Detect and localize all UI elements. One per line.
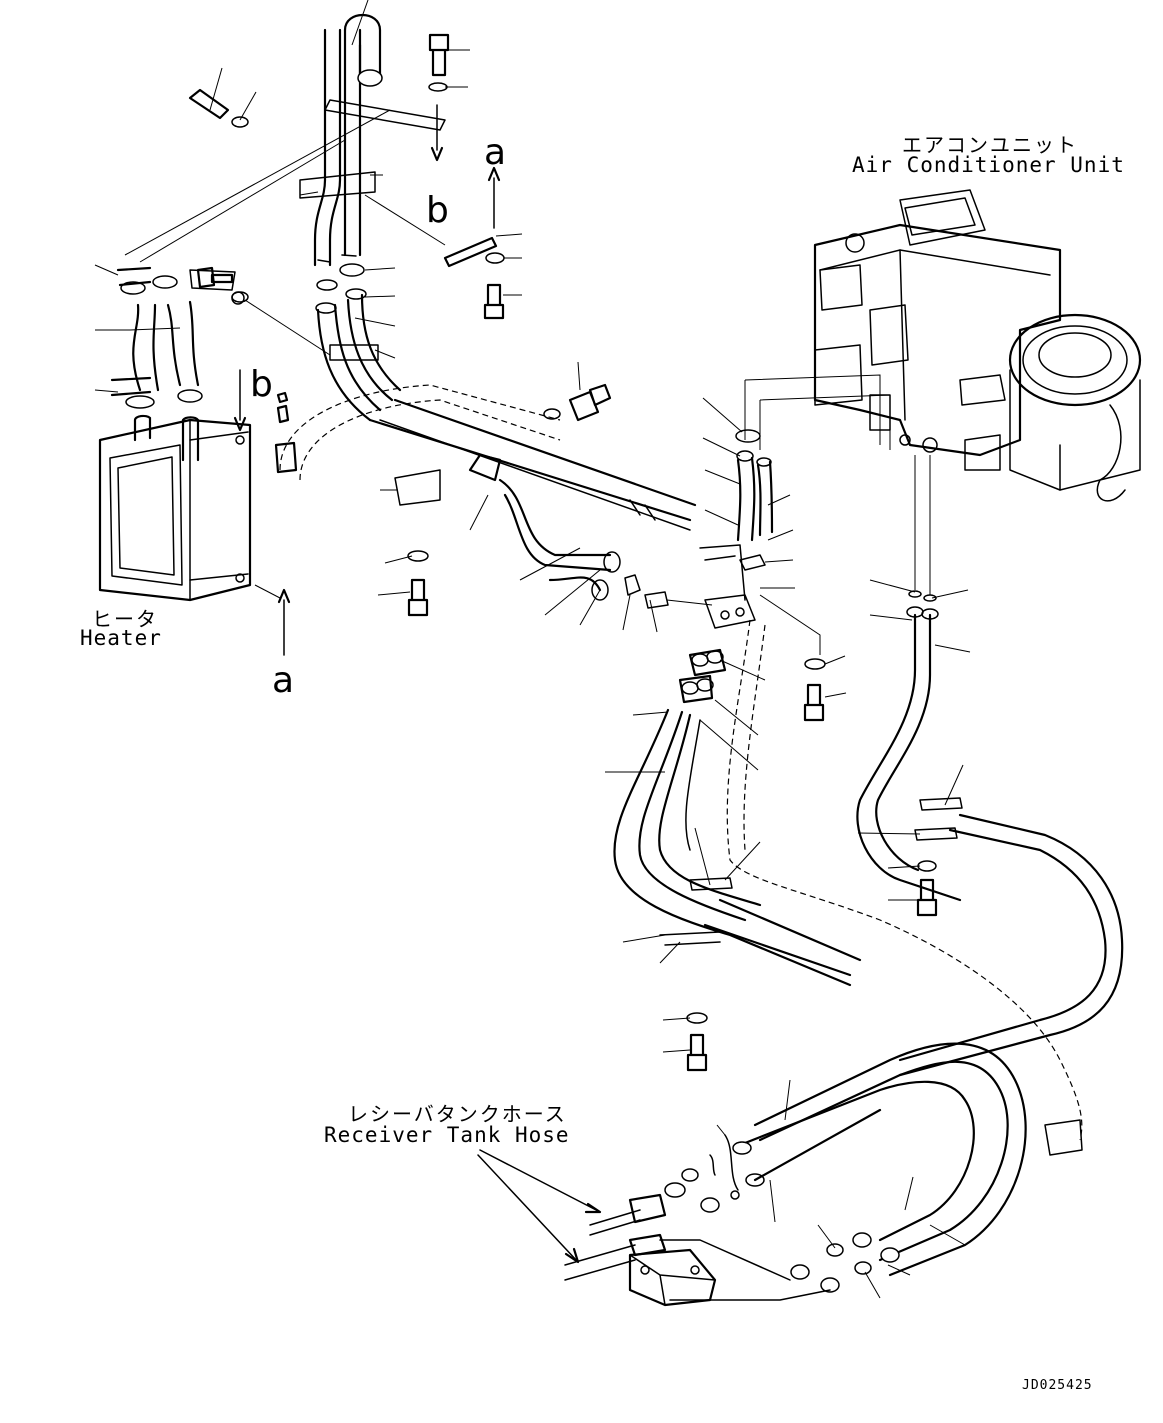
leader-lines [94, 0, 971, 1299]
link-lines [124, 109, 931, 606]
reference-a-bottom: a [272, 660, 295, 701]
upper-hoses [315, 263, 402, 422]
heater-label-en: Heater [80, 626, 162, 650]
heater-label-jp: ヒータ [92, 607, 158, 631]
heater-unit [98, 414, 252, 602]
drawing-code: JD025425 [1022, 1378, 1093, 1393]
dashed-harness [726, 619, 1083, 1156]
ac-unit [813, 189, 1142, 502]
reference-b-heater: b [250, 364, 273, 405]
ac-unit-label-en: Air Conditioner Unit [852, 153, 1125, 177]
receiver-tank-hose-label-jp: レシーバタンクホース [348, 1102, 567, 1126]
reference-a-top: a [484, 132, 507, 173]
ac-unit-label-jp: エアコンユニット [902, 133, 1078, 157]
right-hose-bundle [856, 606, 1124, 1077]
fasteners [188, 33, 938, 1072]
valve-block [678, 544, 756, 704]
heater-hoses [110, 266, 245, 409]
reference-b-top: b [426, 190, 449, 231]
reference-arrows [233, 104, 501, 656]
receiver-tank [564, 1134, 872, 1307]
upper-pipes [299, 14, 446, 267]
left-hose-bundle [613, 708, 862, 987]
center-bracket [394, 453, 669, 609]
receiver-hose-pointer-arrows [477, 1149, 602, 1264]
cross-hoses [732, 1042, 1027, 1277]
valve-upper-hoses [735, 429, 774, 571]
main-duct [279, 384, 697, 531]
receiver-tank-hose-label-en: Receiver Tank Hose [324, 1123, 570, 1147]
